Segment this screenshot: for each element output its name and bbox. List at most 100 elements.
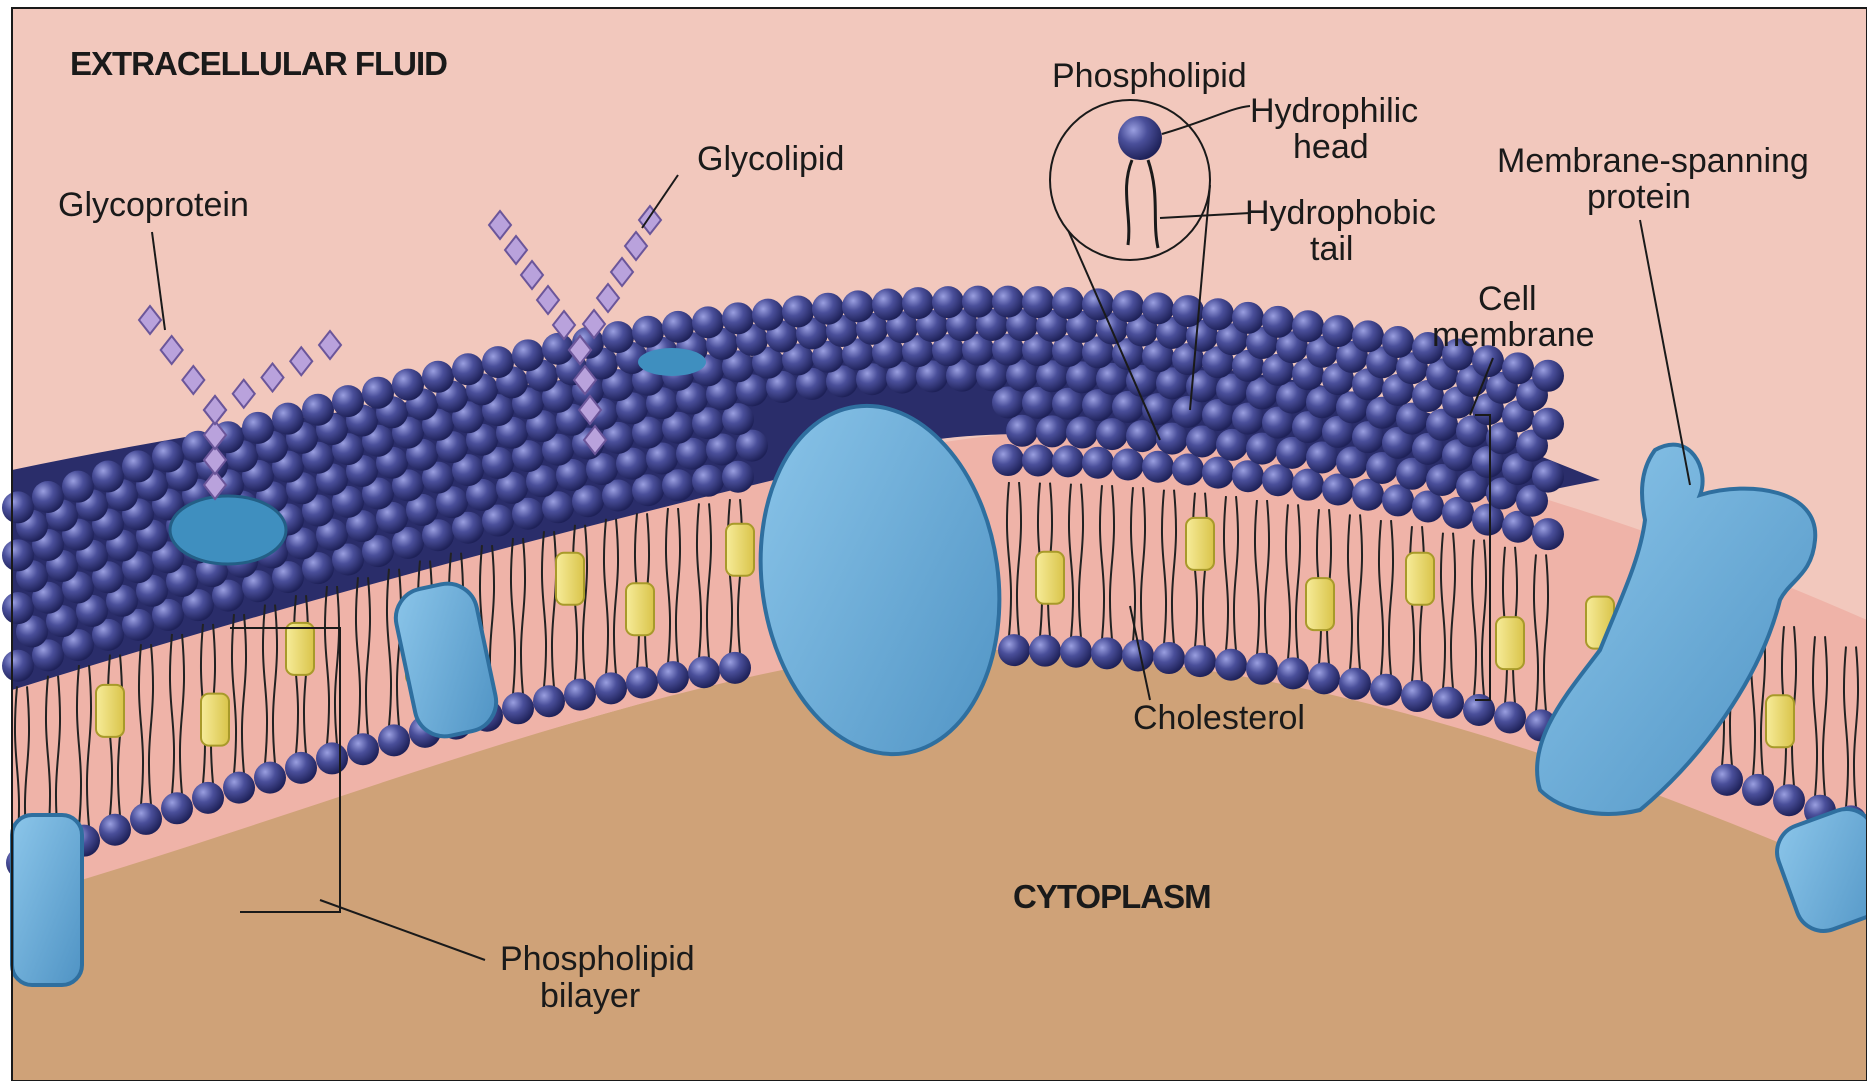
hydrophobic-tail-label-1: Hydrophobic: [1245, 194, 1436, 232]
phospholipid-head-icon: [302, 394, 334, 426]
phospholipid-head-icon: [998, 634, 1030, 666]
cell-membrane-label-1: Cell: [1478, 280, 1537, 318]
phospholipid-head-icon: [1142, 292, 1174, 324]
phospholipid-head-icon: [992, 286, 1024, 318]
cholesterol-icon: [556, 553, 584, 605]
phospholipid-head-icon: [332, 385, 364, 417]
phospholipid-head-icon: [512, 339, 544, 371]
phospholipid-head-icon: [1142, 451, 1174, 483]
glycoprotein-label: Glycoprotein: [58, 186, 249, 224]
phospholipid-head-icon: [502, 692, 534, 724]
cholesterol-icon: [1766, 695, 1794, 747]
phospholipid-head-icon: [872, 289, 904, 321]
phospholipid-head-icon: [1232, 302, 1264, 334]
phospholipid-head-icon: [1292, 310, 1324, 342]
glycolipid-base: [638, 348, 706, 376]
phospholipid-head-icon: [1184, 645, 1216, 677]
cholesterol-icon: [1496, 617, 1524, 669]
phospholipid-head-icon: [692, 306, 724, 338]
phospholipid-head-icon: [1382, 326, 1414, 358]
phospholipid-head-icon: [1262, 464, 1294, 496]
phospholipid-head-icon: [1036, 415, 1068, 447]
phospholipid-head-icon: [152, 441, 184, 473]
phospholipid-head-icon: [626, 667, 658, 699]
phospholipid-head-icon: [752, 299, 784, 331]
phospholipid-head-icon: [1082, 288, 1114, 320]
phospholipid-head-icon: [1401, 680, 1433, 712]
phospholipid-head-icon: [1060, 636, 1092, 668]
extracellular-fluid-label: EXTRACELLULAR FLUID: [70, 45, 447, 82]
phospholipid-head-icon: [362, 377, 394, 409]
phospholipid-head-icon: [602, 321, 634, 353]
phospholipid-head-icon: [1091, 637, 1123, 669]
phospholipid-head-icon: [688, 656, 720, 688]
cholesterol-icon: [1406, 553, 1434, 605]
phospholipid-head-icon: [842, 290, 874, 322]
phospholipid-head-icon: [662, 311, 694, 343]
hydrophilic-head-label-2: head: [1293, 128, 1369, 166]
phospholipid-head-icon: [722, 461, 754, 493]
phospholipid-head-icon: [130, 803, 162, 835]
phospholipid-head-icon: [1322, 474, 1354, 506]
edge-protein-left: [12, 815, 82, 985]
phospholipid-head-icon: [662, 469, 694, 501]
cholesterol-icon: [726, 524, 754, 576]
phospholipid-head-icon: [1006, 415, 1038, 447]
phospholipid-head-icon: [2, 592, 34, 624]
phospholipid-head-icon: [1082, 447, 1114, 479]
cholesterol-icon: [1186, 518, 1214, 570]
hydrophilic-head-label-1: Hydrophilic: [1250, 92, 1418, 130]
phospholipid-head-icon: [1153, 642, 1185, 674]
phospholipid-head-icon: [1186, 425, 1218, 457]
membrane-spanning-label-1: Membrane-spanning: [1497, 142, 1809, 180]
phospholipid-head-icon: [719, 652, 751, 684]
phospholipid-head-icon: [1022, 444, 1054, 476]
phospholipid-head-icon: [2, 491, 34, 523]
cholesterol-icon: [286, 623, 314, 675]
phospholipid-head-icon: [285, 752, 317, 784]
phospholipid-head-icon: [161, 792, 193, 824]
phospholipid-head-icon: [32, 481, 64, 513]
phospholipid-head-icon: [1246, 653, 1278, 685]
phospholipid-head-icon: [533, 685, 565, 717]
phospholipid-head-icon: [812, 293, 844, 325]
phospholipid-head-icon: [392, 369, 424, 401]
phospholipid-head-icon: [1096, 418, 1128, 450]
phospholipid-bilayer-label-2: bilayer: [540, 977, 640, 1015]
phospholipid-head-icon: [92, 460, 124, 492]
phospholipid-head-icon: [1494, 702, 1526, 734]
phospholipid-head-icon: [1232, 460, 1264, 492]
phospholipid-head-icon: [1112, 290, 1144, 322]
phospholipid-head-icon: [1202, 457, 1234, 489]
phospholipid-head-icon: [122, 450, 154, 482]
cholesterol-icon: [626, 583, 654, 635]
phospholipid-label: Phospholipid: [1052, 57, 1247, 95]
phospholipid-head-icon: [1156, 423, 1188, 455]
phospholipid-head-icon: [316, 742, 348, 774]
cholesterol-icon: [1036, 552, 1064, 604]
phospholipid-head-icon: [422, 361, 454, 393]
phospholipid-head-icon: [192, 782, 224, 814]
phospholipid-head-icon: [1066, 417, 1098, 449]
phospholipid-head-icon: [347, 733, 379, 765]
phospholipid-head-icon: [482, 346, 514, 378]
phospholipid-head-icon: [1292, 469, 1324, 501]
cholesterol-icon: [1306, 578, 1334, 630]
phospholipid-head-icon: [1773, 784, 1805, 816]
cholesterol-label: Cholesterol: [1133, 699, 1305, 737]
phospholipid-head-icon: [692, 465, 724, 497]
phospholipid-head-icon: [1277, 657, 1309, 689]
phospholipid-head-icon: [1202, 298, 1234, 330]
glycoprotein-base: [170, 496, 286, 564]
phospholipid-head-icon: [1022, 286, 1054, 318]
phospholipid-head-icon: [632, 316, 664, 348]
phospholipid-head-icon: [1308, 662, 1340, 694]
hydrophilic-head-icon: [1118, 116, 1162, 160]
phospholipid-head-icon: [1711, 764, 1743, 796]
cytoplasm-label: CYTOPLASM: [1013, 878, 1211, 915]
phospholipid-head-icon: [902, 287, 934, 319]
phospholipid-head-icon: [992, 444, 1024, 476]
phospholipid-head-icon: [1339, 668, 1371, 700]
